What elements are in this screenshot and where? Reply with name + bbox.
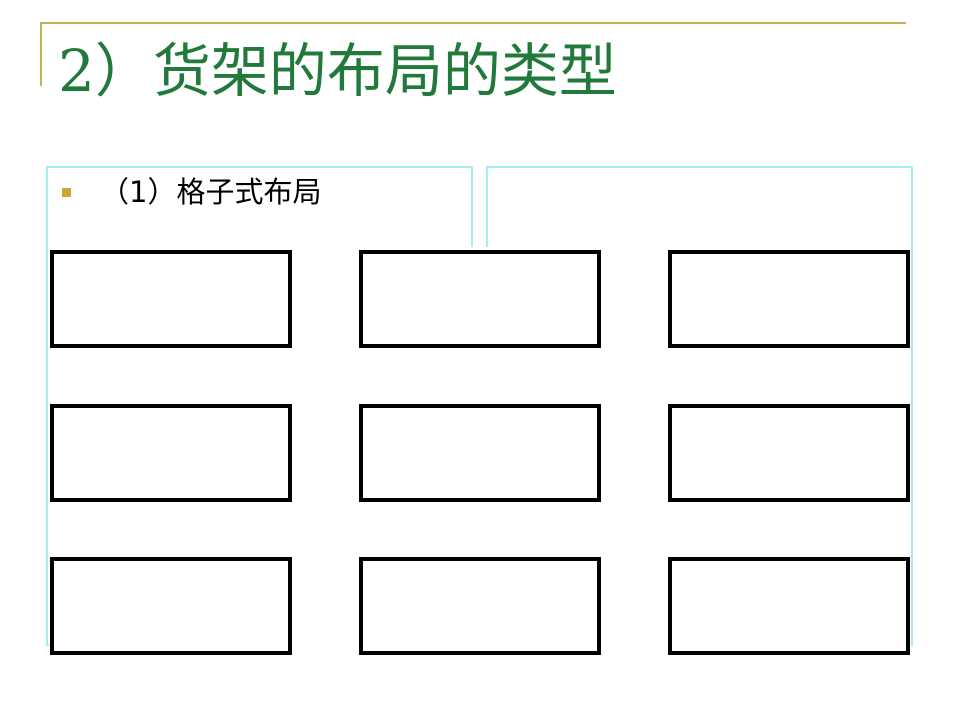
shelf xyxy=(668,250,910,348)
shelf xyxy=(359,404,601,502)
title-accent-line-horizontal xyxy=(40,22,906,24)
bullet-item-text: （1）格子式布局 xyxy=(100,175,322,209)
shelf xyxy=(668,557,910,655)
shelf xyxy=(50,557,292,655)
shelf xyxy=(359,557,601,655)
title-accent-line-vertical xyxy=(40,22,42,86)
shelf xyxy=(50,250,292,348)
shelf xyxy=(50,404,292,502)
shelf xyxy=(668,404,910,502)
shelf xyxy=(359,250,601,348)
grid-shelf-layout-diagram xyxy=(49,247,911,659)
bullet-square-icon xyxy=(62,188,71,197)
slide-title: 2）货架的布局的类型 xyxy=(58,37,617,105)
